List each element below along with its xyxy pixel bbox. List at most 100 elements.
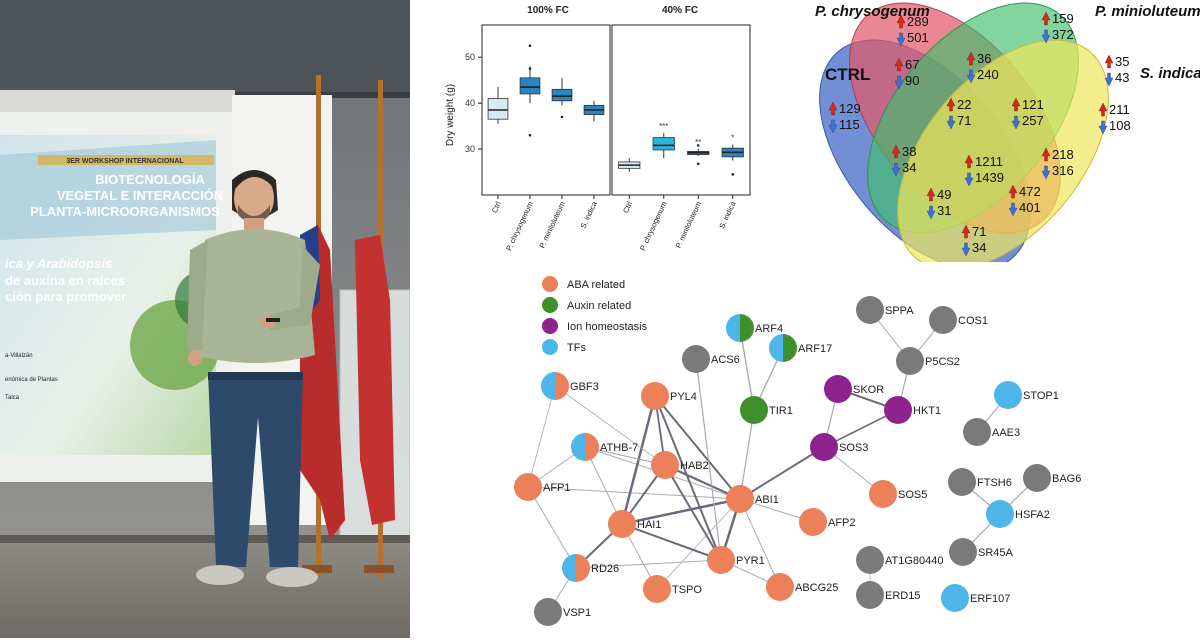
node-label: AAE3 (992, 427, 1020, 439)
node-label: AT1G80440 (885, 555, 944, 567)
node-SPPA[interactable]: SPPA (856, 296, 914, 324)
down-arrow-icon (891, 162, 901, 177)
node-HSFA2[interactable]: HSFA2 (986, 500, 1050, 528)
node-ARF17[interactable]: ARF17 (769, 334, 832, 362)
node-circle (643, 575, 671, 603)
node-circle (740, 396, 768, 424)
node-label: ARF4 (755, 323, 783, 335)
node-label: TSPO (672, 584, 702, 596)
node-COS1[interactable]: COS1 (929, 306, 988, 334)
y-tick-label: 50 (465, 52, 475, 62)
node-HAB2[interactable]: HAB2 (651, 451, 709, 479)
node-ABI1[interactable]: ABI1 (726, 485, 779, 513)
node-ERF107[interactable]: ERF107 (941, 584, 1010, 612)
ceiling (0, 0, 410, 95)
down-arrow-icon (1011, 115, 1021, 130)
venn-down-count: 31 (937, 203, 951, 218)
node-PYL4[interactable]: PYL4 (641, 382, 697, 410)
node-GBF3[interactable]: GBF3 (541, 372, 599, 400)
node-ARF4[interactable]: ARF4 (726, 314, 783, 342)
venn-up-count: 121 (1022, 97, 1044, 112)
venn-up-count: 289 (907, 14, 929, 29)
node-HAI1[interactable]: HAI1 (608, 510, 661, 538)
venn-label-indica: S. indica (1140, 65, 1200, 82)
node-SR45A[interactable]: SR45A (949, 538, 1014, 566)
node-label: SOS3 (839, 442, 868, 454)
y-axis-label: Dry weight (g) (445, 84, 456, 146)
venn-down-count: 34 (972, 240, 986, 255)
node-SOS3[interactable]: SOS3 (810, 433, 868, 461)
venn-up-count: 35 (1115, 54, 1129, 69)
edge-ABI1-ABCG25 (739, 498, 781, 588)
floor (0, 540, 410, 638)
venn-label-minioluteum: P. minioluteum (1095, 3, 1200, 20)
node-AAE3[interactable]: AAE3 (963, 418, 1020, 446)
venn-up-count: 38 (902, 144, 916, 159)
venn-down-count: 43 (1115, 70, 1129, 85)
node-AT1G80440[interactable]: AT1G80440 (856, 546, 944, 574)
node-ATHB7[interactable]: ATHB-7 (571, 433, 638, 461)
node-circle (963, 418, 991, 446)
edge-GBF3-HAB2 (554, 385, 666, 466)
node-AFP2[interactable]: AFP2 (799, 508, 856, 536)
up-arrow-icon (891, 144, 901, 159)
legend-label: Ion homeostasis (567, 321, 648, 333)
node-label: FTSH6 (977, 477, 1012, 489)
slide-subtitle-1: de auxina en raíces (5, 273, 125, 288)
node-label: ARF17 (798, 343, 832, 355)
slide-small-0: a-Villalzán (5, 353, 33, 359)
node-PYR1[interactable]: PYR1 (707, 546, 765, 574)
venn-diagram: CTRL P. chrysogenum P. minioluteum S. in… (800, 0, 1200, 271)
venn-down-count: 501 (907, 30, 929, 45)
node-label: BAG6 (1052, 473, 1081, 485)
node-circle (707, 546, 735, 574)
node-half-right (783, 334, 797, 362)
venn-down-count: 115 (839, 117, 860, 132)
node-SKOR[interactable]: SKOR (824, 375, 884, 403)
up-arrow-icon (894, 57, 904, 72)
up-arrow-icon (828, 101, 838, 116)
slide-line-2: VEGETAL E INTERACCIÓN (57, 188, 223, 203)
node-label: PYR1 (736, 555, 765, 567)
edge-ABI1-PYL4 (654, 395, 741, 500)
node-HKT1[interactable]: HKT1 (884, 396, 941, 424)
node-P5CS2[interactable]: P5CS2 (896, 347, 960, 375)
legend-label: TFs (567, 342, 586, 354)
edge-PYR1-RD26 (575, 559, 722, 569)
x-tick-label: P. chrysogenum (504, 200, 535, 252)
node-label: TIR1 (769, 405, 793, 417)
screen-housing (0, 90, 235, 114)
node-ABCG25[interactable]: ABCG25 (766, 573, 838, 601)
x-tick-label: S. indica (578, 199, 599, 230)
node-BAG6[interactable]: BAG6 (1023, 464, 1081, 492)
panel-frame-0 (481, 24, 611, 196)
node-SOS5[interactable]: SOS5 (869, 480, 927, 508)
outlier-point (528, 67, 532, 70)
node-AFP1[interactable]: AFP1 (514, 473, 571, 501)
node-RD26[interactable]: RD26 (562, 554, 619, 582)
node-TIR1[interactable]: TIR1 (740, 396, 793, 424)
node-FTSH6[interactable]: FTSH6 (948, 468, 1012, 496)
venn-down-count: 316 (1052, 163, 1074, 178)
node-circle (856, 581, 884, 609)
node-half-right (585, 433, 599, 461)
slide-subtitle-2: ción para promover (5, 289, 126, 304)
edge-ABI1-TSPO (656, 498, 741, 590)
node-half-left (562, 554, 576, 582)
node-circle (766, 573, 794, 601)
node-STOP1[interactable]: STOP1 (994, 381, 1059, 409)
up-arrow-icon (1041, 11, 1051, 26)
panel-title-100fc: 100% FC (527, 5, 569, 16)
node-ERD15[interactable]: ERD15 (856, 581, 920, 609)
node-ACS6[interactable]: ACS6 (682, 345, 740, 373)
node-label: AFP2 (828, 517, 856, 529)
node-TSPO[interactable]: TSPO (643, 575, 702, 603)
speaker-photo: 3ER WORKSHOP INTERNACIONAL BIOTECNOLOGÍA… (0, 0, 410, 638)
down-arrow-icon (1008, 202, 1018, 217)
node-VSP1[interactable]: VSP1 (534, 598, 591, 626)
